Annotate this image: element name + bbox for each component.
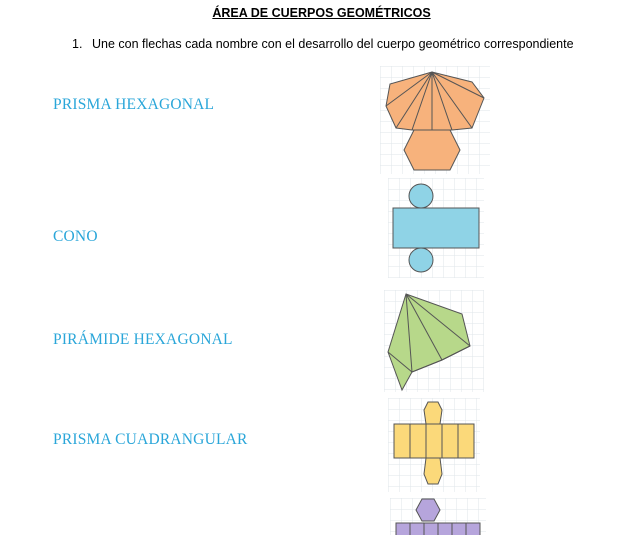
name-piramide-hexagonal[interactable]: PIRÁMIDE HEXAGONAL <box>53 331 233 348</box>
name-prisma-cuadrangular[interactable]: PRISMA CUADRANGULAR <box>53 431 248 448</box>
hexagonal-prism-net-icon[interactable] <box>390 498 486 535</box>
cone-sector-net-icon[interactable] <box>380 66 490 174</box>
instruction-text: Une con flechas cada nombre con el desar… <box>92 37 574 51</box>
name-cono[interactable]: CONO <box>53 228 98 245</box>
instruction: 1. Une con flechas cada nombre con el des… <box>72 37 574 51</box>
cylinder-net-icon[interactable] <box>388 178 484 278</box>
pyramid-net-icon[interactable] <box>384 290 484 392</box>
name-prisma-hexagonal[interactable]: PRISMA HEXAGONAL <box>53 96 215 113</box>
document-title: ÁREA DE CUERPOS GEOMÉTRICOS <box>212 6 431 20</box>
square-prism-net-icon[interactable] <box>388 398 480 492</box>
instruction-number: 1. <box>72 37 83 51</box>
